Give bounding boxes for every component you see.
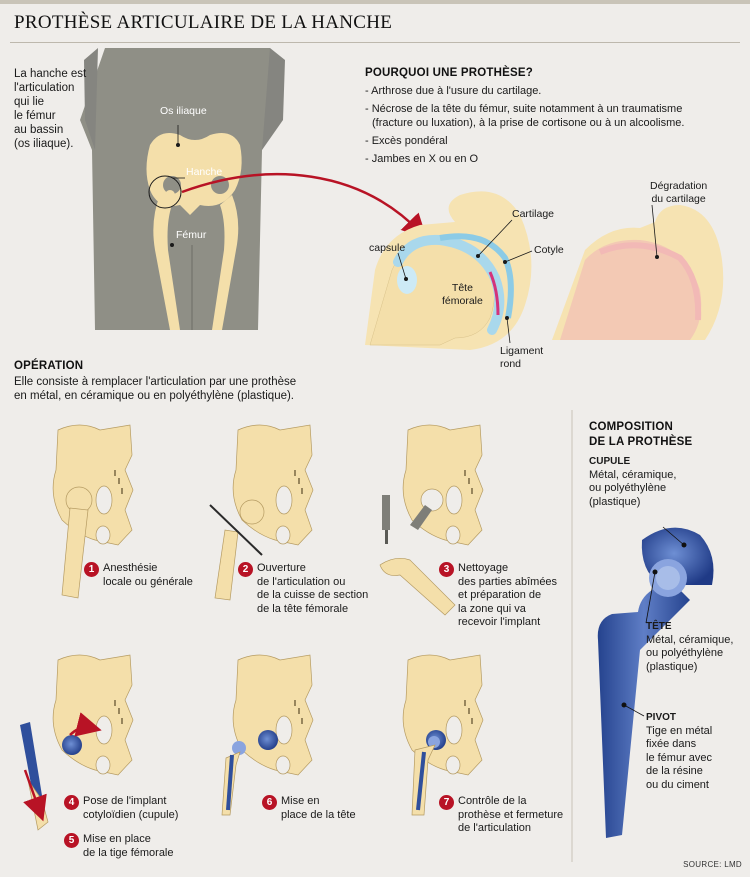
title-divider [10, 42, 740, 43]
tete-description: TÊTE Métal, céramique, ou polyéthylène (… [646, 621, 734, 673]
zoom-arrow [181, 173, 427, 240]
pourquoi-item: - Excès pondéral [365, 135, 448, 147]
operation-heading: OPÉRATION [14, 360, 84, 372]
page-title: PROTHÈSE ARTICULAIRE DE LA HANCHE [14, 12, 393, 33]
body-silhouette [80, 48, 285, 330]
operation-text: Elle consiste à remplacer l'articulation… [14, 376, 297, 402]
step-number: 3 [439, 562, 454, 577]
prosthesis-illustration [597, 526, 714, 838]
step4-illustration [20, 654, 134, 831]
step6-illustration [221, 654, 314, 816]
top-rule [0, 0, 750, 4]
cupule-description: CUPULE Métal, céramique, ou polyéthylène… [589, 456, 677, 508]
step-number: 7 [439, 795, 454, 810]
step-number: 2 [238, 562, 253, 577]
pourquoi-list: - Arthrose due à l'usure du cartilage. -… [365, 84, 745, 170]
step-number: 4 [64, 795, 79, 810]
label-cartilage: Cartilage [512, 208, 555, 220]
label-femur: Fémur [176, 229, 207, 241]
pourquoi-item: - Jambes en X ou en O [365, 153, 479, 165]
step-number: 1 [84, 562, 99, 577]
pourquoi-item: - Nécrose de la tête du fémur, suite not… [365, 103, 685, 129]
intro-line: La hanche est [14, 68, 87, 80]
step-number: 5 [64, 833, 79, 848]
intro-line: l'articulation [14, 82, 75, 94]
step-number: 6 [262, 795, 277, 810]
composition-heading: COMPOSITION DE LA PROTHÈSE [589, 421, 693, 448]
step2-illustration [209, 424, 314, 601]
source-credit: SOURCE: LMD [683, 860, 742, 869]
intro-line: (os iliaque). [14, 138, 74, 150]
label-os-iliaque: Os iliaque [160, 105, 207, 117]
healthy-joint-illustration [365, 191, 533, 350]
step3-illustration [379, 424, 484, 616]
intro-line: au bassin [14, 124, 64, 136]
label-cotyle: Cotyle [534, 244, 564, 256]
label-capsule: capsule [369, 242, 406, 254]
intro-line: qui lie [14, 96, 45, 108]
pourquoi-heading: POURQUOI UNE PROTHÈSE? [365, 67, 533, 79]
intro-text: La hanche est l'articulation qui lie le … [14, 67, 86, 151]
degraded-joint-illustration [552, 204, 724, 340]
intro-line: le fémur [14, 110, 56, 122]
step7-illustration [402, 654, 484, 816]
pourquoi-item: - Arthrose due à l'usure du cartilage. [365, 85, 542, 97]
label-hanche: Hanche [186, 166, 223, 178]
step1-illustration [52, 424, 134, 599]
pivot-description: PIVOT Tige en métal fixée dans le fémur … [646, 712, 713, 791]
